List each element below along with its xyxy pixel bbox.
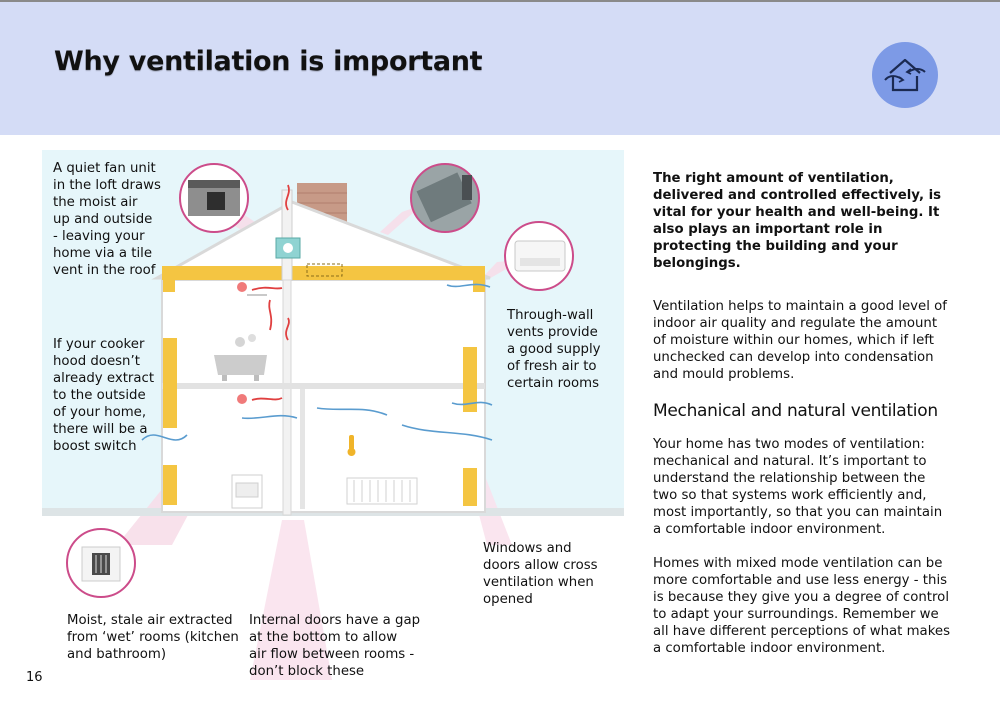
callout-loft-fan: A quiet fan unit in the loft draws the m… [53, 161, 161, 278]
oven-icon [231, 474, 263, 509]
body-text-column: The right amount of ventilation, deliver… [653, 170, 953, 674]
roof-tile-vent-photo [410, 163, 480, 233]
through-wall-vent-photo [504, 221, 574, 291]
callout-through-wall: Through-wall vents provide a good supply… [507, 308, 601, 391]
section-heading: Mechanical and natural ventilation [653, 401, 938, 421]
callout-cooker-hood: If your cooker hood doesn’t already extr… [53, 337, 155, 454]
fan-icon [237, 282, 247, 292]
house-ventilation-icon [872, 42, 938, 108]
callout-extract: Moist, stale air extracted from ‘wet’ ro… [67, 613, 239, 662]
callout-windows: Windows and doors allow cross ventilatio… [483, 541, 598, 607]
loft-fan-unit-photo [179, 163, 249, 233]
callout-internal-doors: Internal doors have a gap at the bottom … [249, 613, 421, 679]
bath-icon [214, 334, 267, 381]
page-title: Why ventilation is important [54, 46, 483, 77]
paragraph-1: Ventilation helps to maintain a good lev… [653, 299, 947, 382]
page-number: 16 [26, 670, 43, 685]
lead-paragraph: The right amount of ventilation, deliver… [653, 171, 942, 271]
thermometer-icon [347, 435, 356, 456]
paragraph-3: Homes with mixed mode ventilation can be… [653, 556, 951, 656]
paragraph-2: Your home has two modes of ventilation: … [653, 437, 943, 537]
house-ventilation-diagram [42, 150, 624, 680]
radiator-icon [346, 477, 418, 505]
extractor-fan-photo [66, 528, 136, 598]
header-band [0, 0, 1000, 135]
